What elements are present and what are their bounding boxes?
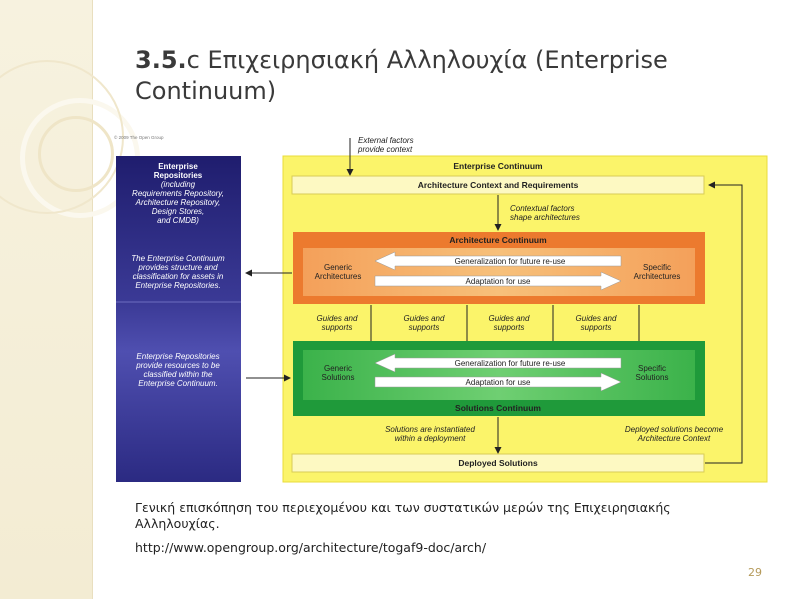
generic-architectures-line2: Architectures (315, 272, 362, 281)
repo-including-line3: Architecture Repository, (135, 198, 221, 207)
repo-including-line1: (including (161, 180, 196, 189)
repo-resources-line1: Enterprise Repositories (136, 352, 219, 361)
repo-title-line2: Repositories (154, 171, 203, 180)
source-url[interactable]: http://www.opengroup.org/architecture/to… (135, 540, 487, 555)
architecture-context-box (291, 175, 705, 195)
external-factors-line1: External factors (358, 136, 414, 145)
arch-adaptation-label: Adaptation for use (466, 277, 531, 286)
deployed-solutions-box (291, 453, 705, 473)
deployed-become-line2: Architecture Context (637, 434, 711, 443)
guides-1-line2: supports (322, 323, 353, 332)
repo-structure-line4: Enterprise Repositories. (135, 281, 220, 290)
instantiated-line1: Solutions are instantiated (385, 425, 475, 434)
guides-2-line2: supports (409, 323, 440, 332)
solutions-continuum-label: Solutions Continuum (455, 403, 541, 413)
repo-resources-line4: Enterprise Continuum. (138, 379, 218, 388)
repo-structure-line2: provides structure and (137, 263, 218, 272)
sol-adaptation-label: Adaptation for use (466, 378, 531, 387)
repo-structure-line3: classification for assets in (133, 272, 224, 281)
slide-caption: Γενική επισκόπηση του περιεχομένου και τ… (135, 500, 671, 531)
deployed-become-line1: Deployed solutions become (625, 425, 724, 434)
guides-1-line1: Guides and (317, 314, 358, 323)
repo-structure-line1: The Enterprise Continuum (131, 254, 225, 263)
repo-resources-line2: provide resources to be (135, 361, 220, 370)
repo-title-line1: Enterprise (158, 162, 198, 171)
slide-title: 3.5.c Επιχειρησιακή Αλληλουχία (Enterpri… (135, 45, 755, 107)
contextual-factors-line2: shape architectures (510, 213, 580, 222)
repo-resources-line3: classified within the (144, 370, 213, 379)
repo-including-line2: Requirements Repository, (132, 189, 224, 198)
guides-3-line1: Guides and (489, 314, 530, 323)
generic-solutions-line2: Solutions (322, 373, 355, 382)
enterprise-continuum-diagram: © 2009 The Open Group Enterprise Reposit… (114, 134, 768, 483)
feedback-loop-line (705, 181, 743, 464)
generic-architectures-line1: Generic (324, 263, 352, 272)
guides-3-line2: supports (494, 323, 525, 332)
generic-solutions-line1: Generic (324, 364, 352, 373)
side-band-divider (92, 0, 93, 599)
contextual-factors-line1: Contextual factors (510, 204, 574, 213)
arch-adaptation-arrow (374, 271, 622, 291)
title-text: c Επιχειρησιακή Αλληλουχία (Enterprise C… (135, 46, 668, 105)
arch-generalization-label: Generalization for future re-use (455, 257, 566, 266)
external-factors-line2: provide context (357, 145, 413, 154)
sol-generalization-arrow (374, 353, 622, 373)
enterprise-continuum-label: Enterprise Continuum (453, 161, 543, 171)
enterprise-repositories-panel (116, 156, 241, 482)
sol-adaptation-arrow (374, 372, 622, 392)
guides-4-line1: Guides and (576, 314, 617, 323)
copyright-text: © 2009 The Open Group (114, 134, 164, 140)
title-number: 3.5. (135, 46, 187, 74)
specific-solutions-line2: Solutions (636, 373, 669, 382)
page-number: 29 (748, 566, 762, 579)
sol-generalization-label: Generalization for future re-use (455, 359, 566, 368)
specific-solutions-line1: Specific (638, 364, 666, 373)
repo-including-line5: and CMDB) (157, 216, 199, 225)
guides-4-line2: supports (581, 323, 612, 332)
guides-2-line1: Guides and (404, 314, 445, 323)
enterprise-continuum-box (282, 155, 768, 483)
repo-including-line4: Design Stores, (152, 207, 204, 216)
arch-generalization-arrow (374, 251, 622, 271)
architecture-continuum-label: Architecture Continuum (449, 235, 547, 245)
instantiated-line2: within a deployment (395, 434, 466, 443)
specific-architectures-line1: Specific (643, 263, 671, 272)
deployed-solutions-label: Deployed Solutions (458, 458, 538, 468)
specific-architectures-line2: Architectures (634, 272, 681, 281)
architecture-context-label: Architecture Context and Requirements (418, 180, 579, 190)
